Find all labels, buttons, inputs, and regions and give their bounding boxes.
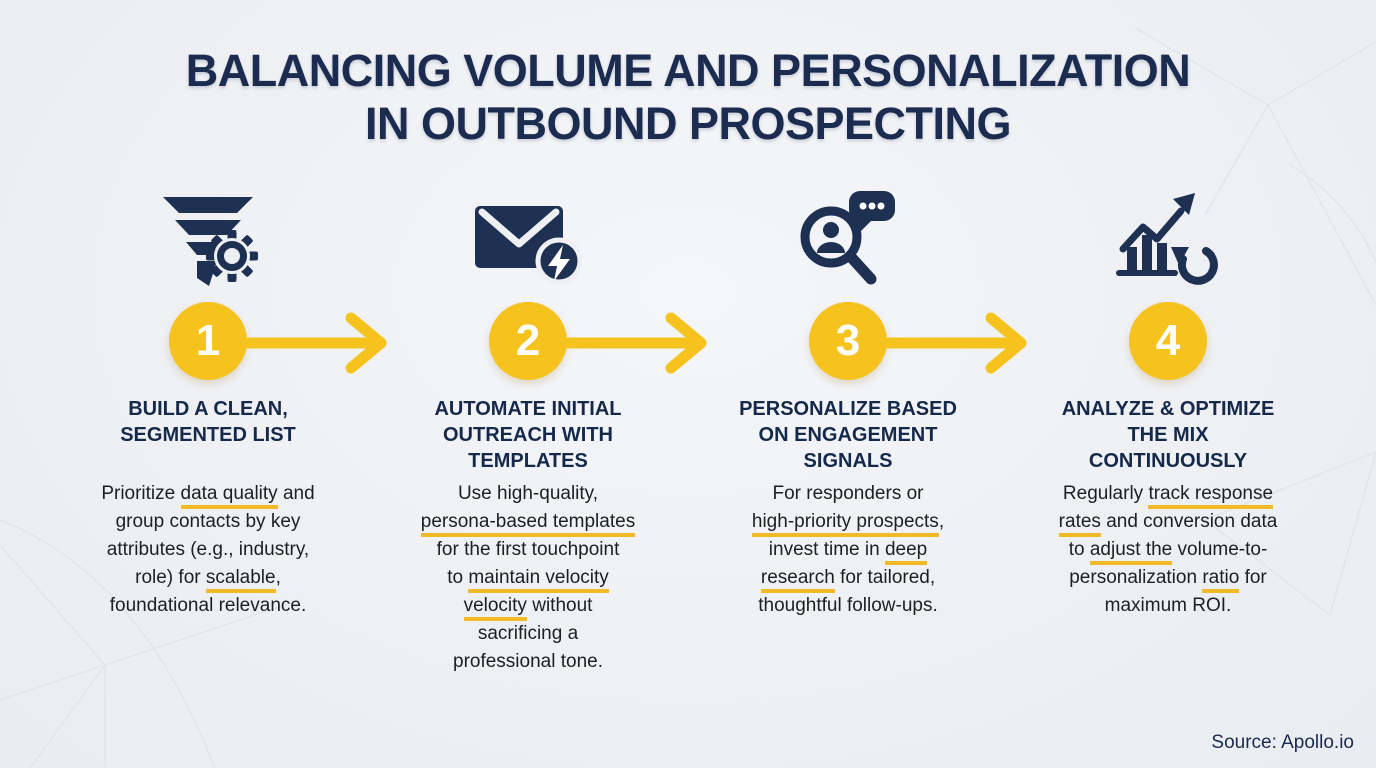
arrow-icon-3: [883, 312, 1027, 374]
page-title-line1: BALANCING VOLUME AND PERSONALIZATION: [185, 45, 1191, 96]
step-description-2: Use high-quality,persona-based templates…: [420, 483, 636, 672]
step-marker-1: 1: [48, 302, 387, 384]
magnifier-person-chat-icon: [688, 190, 1008, 298]
step-column-1: 1 BUILD A CLEAN,SEGMENTED LIST Prioritiz…: [48, 190, 387, 620]
arrow-icon-2: [563, 312, 707, 374]
step-number-badge-3: 3: [809, 302, 887, 380]
chart-growth-refresh-icon: [1008, 190, 1328, 298]
step-marker-3: 3: [688, 302, 1027, 384]
step-number-badge-4: 4: [1129, 302, 1207, 380]
step-number-badge-1: 1: [169, 302, 247, 380]
funnel-gear-icon: [48, 190, 368, 298]
page-title: BALANCING VOLUME AND PERSONALIZATION IN …: [0, 44, 1376, 150]
envelope-bolt-icon: [368, 190, 688, 298]
arrow-icon-1: [243, 312, 387, 374]
step-number-badge-2: 2: [489, 302, 567, 380]
step-marker-4: 4: [1008, 302, 1328, 384]
source-credit: Source: Apollo.io: [1211, 732, 1354, 753]
page-title-line2: IN OUTBOUND PROSPECTING: [364, 98, 1012, 149]
step-heading-1: BUILD A CLEAN,SEGMENTED LIST: [120, 398, 296, 446]
step-marker-2: 2: [368, 302, 707, 384]
